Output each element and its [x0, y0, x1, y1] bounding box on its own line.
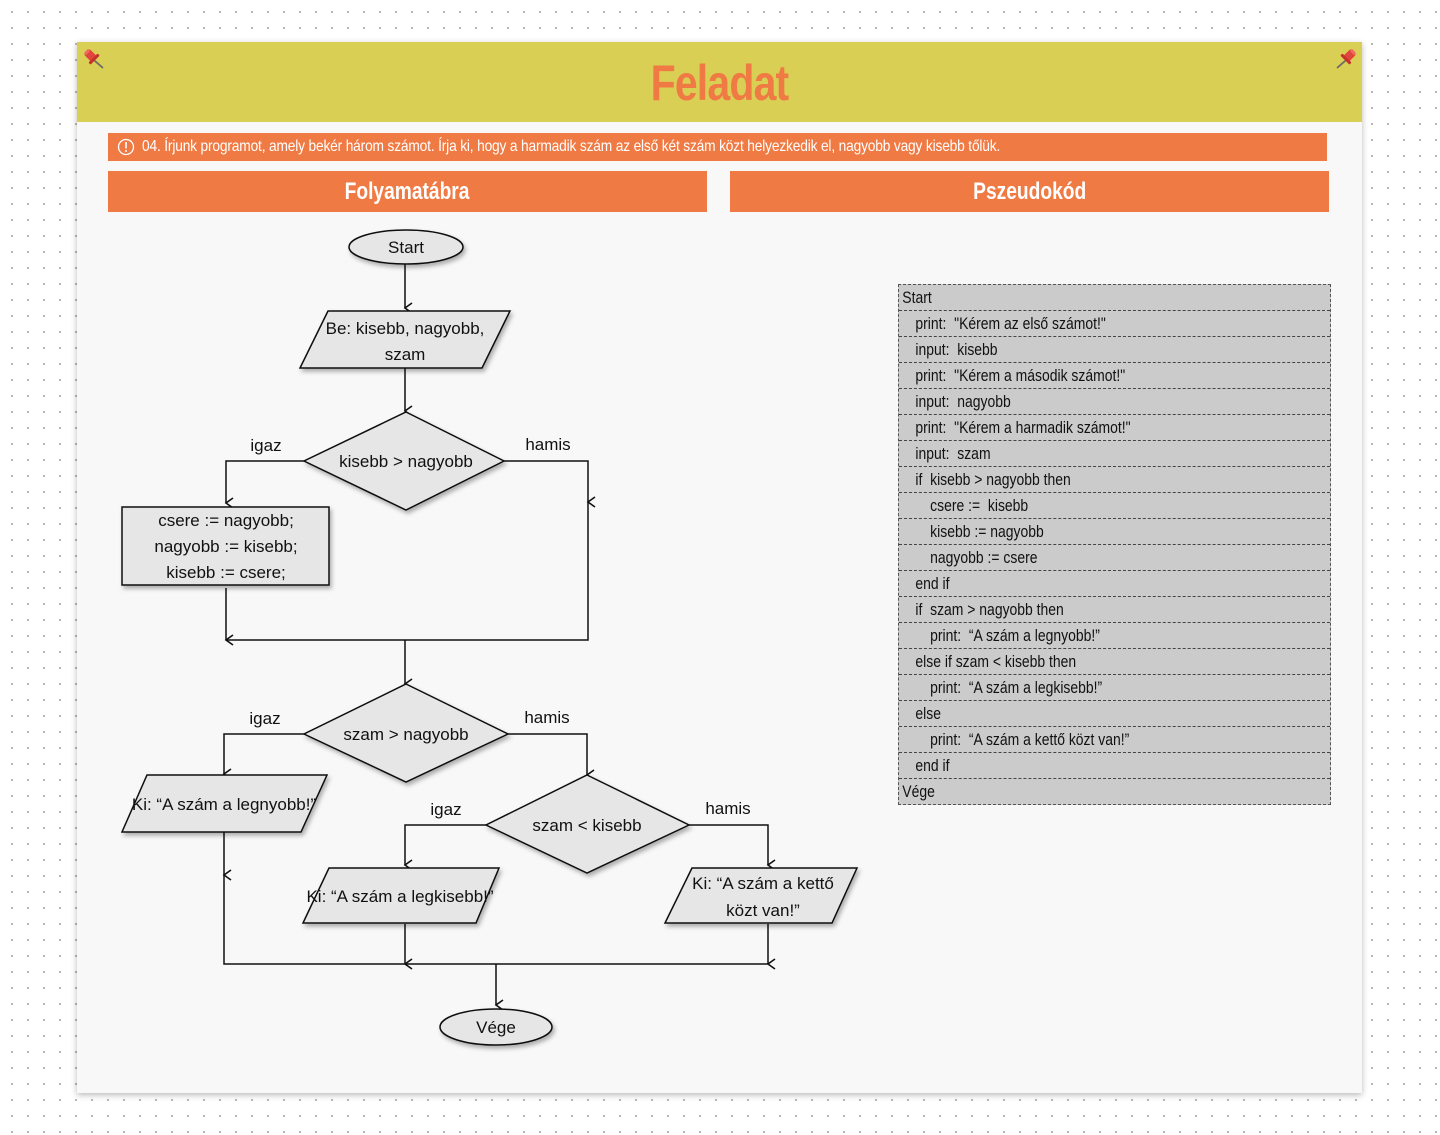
arrow-decision3-true: [403, 824, 486, 871]
output-largest-label: Ki: “A szám a legnyobb!”: [132, 795, 317, 814]
arrow-decision2-true: [222, 733, 304, 780]
start-label: Start: [388, 238, 424, 257]
pseudocode-line: csere := kisebb: [899, 492, 1330, 518]
output-smallest-node: [301, 867, 501, 924]
decision-node-3: [484, 774, 691, 874]
pseudocode-line: if szam > nagyobb then: [899, 596, 1330, 622]
pseudocode-line: end if: [899, 752, 1330, 778]
pseudocode-line: nagyobb := csere: [899, 544, 1330, 570]
decision-node-1: [302, 411, 506, 511]
swap-line2: nagyobb := kisebb;: [154, 537, 297, 556]
output-between-line1: Ki: “A szám a kettő: [692, 874, 834, 893]
pseudocode-line: input: szam: [899, 440, 1330, 466]
input-label-line1: Be: kisebb, nagyobb,: [326, 319, 485, 338]
connectors: [222, 264, 776, 1011]
decision3-false-label: hamis: [705, 799, 750, 818]
flowchart-heading: Folyamatábra: [108, 171, 707, 212]
decision-node-2: [302, 683, 510, 783]
decision1-false-label: hamis: [525, 435, 570, 454]
start-terminal: [348, 229, 464, 265]
pseudocode-line: Start: [902, 288, 932, 307]
decision2-false-label: hamis: [524, 708, 569, 727]
swap-line3: kisebb := csere;: [166, 563, 286, 582]
arrow-decision1-false: [504, 460, 596, 508]
card-header: Feladat: [77, 42, 1362, 122]
flowchart-diagram: Start Be: kisebb, nagyobb, szam kisebb >…: [120, 229, 859, 1046]
arrow-decision1-true: [224, 460, 304, 509]
arrow-decision2-false: [508, 733, 595, 781]
merge-line-2: [223, 875, 768, 965]
pseudocode-line: Vége: [899, 778, 1330, 804]
decision2-true-label: igaz: [249, 709, 280, 728]
pseudocode-line: print: “A szám a kettő közt van!”: [899, 726, 1330, 752]
output-smallest-label: Ki: “A szám a legkisebb!”: [306, 887, 493, 906]
output-largest-node: [120, 774, 329, 833]
pseudocode-heading: Pszeudokód: [730, 171, 1329, 212]
arrow-decision3-false: [689, 824, 776, 871]
decision2-label: szam > nagyobb: [343, 725, 468, 744]
decision3-true-label: igaz: [430, 800, 461, 819]
pushpin-icon: [1336, 49, 1356, 69]
end-terminal: [439, 1008, 553, 1046]
pseudocode-line: print: “A szám a legnyobb!”: [899, 622, 1330, 648]
pseudocode-line: if kisebb > nagyobb then: [899, 466, 1330, 492]
pseudocode-line: else if szam < kisebb then: [899, 648, 1330, 674]
output-between-line2: közt van!”: [726, 901, 800, 920]
task-card: Feladat 04. Írjunk programot, amely beké…: [77, 42, 1362, 1093]
pseudocode-line: input: nagyobb: [899, 388, 1330, 414]
decision3-label: szam < kisebb: [532, 816, 641, 835]
input-node: [298, 310, 512, 369]
task-text: 04. Írjunk programot, amely bekér három …: [142, 138, 1001, 155]
decision1-label: kisebb > nagyobb: [339, 452, 473, 471]
pseudocode-line: kisebb := nagyobb: [899, 518, 1330, 544]
output-between-node: [663, 867, 859, 924]
info-circle-icon: [117, 138, 135, 156]
swap-line1: csere := nagyobb;: [158, 511, 294, 530]
pseudocode-line: print: "Kérem az első számot!": [899, 310, 1330, 336]
end-label: Vége: [476, 1018, 516, 1037]
pushpin-icon: [84, 49, 104, 69]
pseudocode-line: end if: [899, 570, 1330, 596]
decision1-true-label: igaz: [250, 436, 281, 455]
pseudocode-line: else: [899, 700, 1330, 726]
input-label-line2: szam: [385, 345, 426, 364]
task-banner: 04. Írjunk programot, amely bekér három …: [108, 133, 1327, 161]
pseudocode-line: input: kisebb: [899, 336, 1330, 362]
merge-line-1: [226, 502, 589, 641]
swap-process-node: [121, 506, 330, 586]
pseudocode-line: print: "Kérem a harmadik számot!": [899, 414, 1330, 440]
pseudocode-line: print: “A szám a legkisebb!”: [899, 674, 1330, 700]
page-title: Feladat: [650, 55, 790, 111]
pseudocode-line: print: "Kérem a második számot!": [899, 362, 1330, 388]
